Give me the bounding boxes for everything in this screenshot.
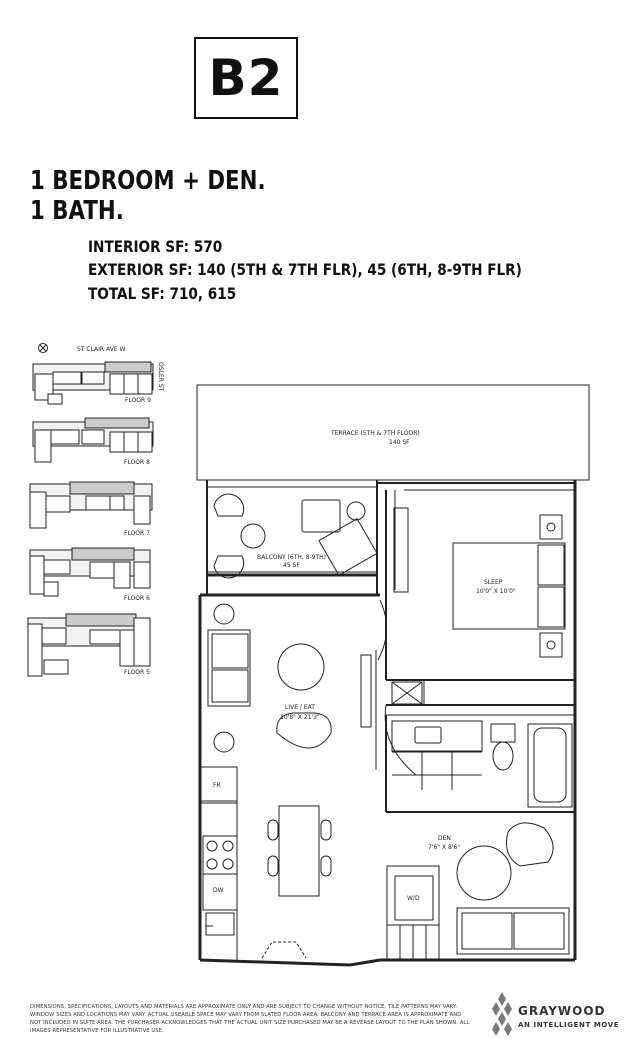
interior-sf: INTERIOR SF: 570 xyxy=(88,237,223,256)
bed xyxy=(452,542,566,630)
total-sf: TOTAL SF: 710, 615 xyxy=(88,284,237,303)
brand-name: GRAYWOOD xyxy=(518,1004,606,1018)
toilet xyxy=(490,723,516,743)
balcony-label: BALCONY (6TH, 8-9TH) xyxy=(257,554,326,561)
bathtub xyxy=(527,723,573,808)
nightstand-top xyxy=(539,514,563,540)
bedroom-heading: 1 BEDROOM + DEN. xyxy=(30,166,266,196)
vanity xyxy=(391,720,483,752)
live-eat-dimensions: 10'8" X 21'3" xyxy=(280,714,320,721)
dining-table xyxy=(278,805,320,897)
balcony-area: 45 SF xyxy=(283,562,300,569)
exterior-walls xyxy=(198,480,577,967)
den-sofa xyxy=(456,907,570,955)
nightstand-bottom xyxy=(539,632,563,658)
entry-door xyxy=(261,941,307,959)
sleep-label: SLEEP xyxy=(484,579,503,586)
terrace-outline xyxy=(196,384,590,481)
dishwasher xyxy=(202,873,238,911)
bath-heading: 1 BATH. xyxy=(30,196,124,226)
armchair xyxy=(276,712,332,749)
balcony-chair-1 xyxy=(213,493,245,517)
terrace-label: TERRACE (5TH & 7TH FLOOR) xyxy=(330,430,420,437)
live-eat-label: LIVE / EAT xyxy=(285,704,315,711)
den-chair xyxy=(506,822,554,867)
kitchen-sink xyxy=(205,912,235,936)
sleep-dimensions: 10'0" X 10'0" xyxy=(476,588,516,595)
exterior-sf: EXTERIOR SF: 140 (5TH & 7TH FLR), 45 (6T… xyxy=(88,260,522,279)
fridge-label: FR xyxy=(213,782,221,789)
dishwasher-label: DW xyxy=(213,887,224,894)
cooktop xyxy=(202,835,238,875)
den-table xyxy=(456,845,512,901)
closet-box xyxy=(391,681,423,705)
den-dimensions: 7'6" X 8'6" xyxy=(428,844,460,851)
legal-disclaimer: DIMENSIONS, SPECIFICATIONS, LAYOUTS AND … xyxy=(30,1004,470,1034)
washer-dryer-label: W/D xyxy=(407,895,420,902)
unit-code: B2 xyxy=(194,37,298,119)
terrace-area: 140 SF xyxy=(389,439,410,446)
graywood-logo xyxy=(492,992,512,1036)
round-table xyxy=(277,643,325,691)
brand-tagline: AN INTELLIGENT MOVE xyxy=(518,1021,620,1029)
sofa xyxy=(207,629,251,707)
den-label: DEN xyxy=(438,835,451,842)
